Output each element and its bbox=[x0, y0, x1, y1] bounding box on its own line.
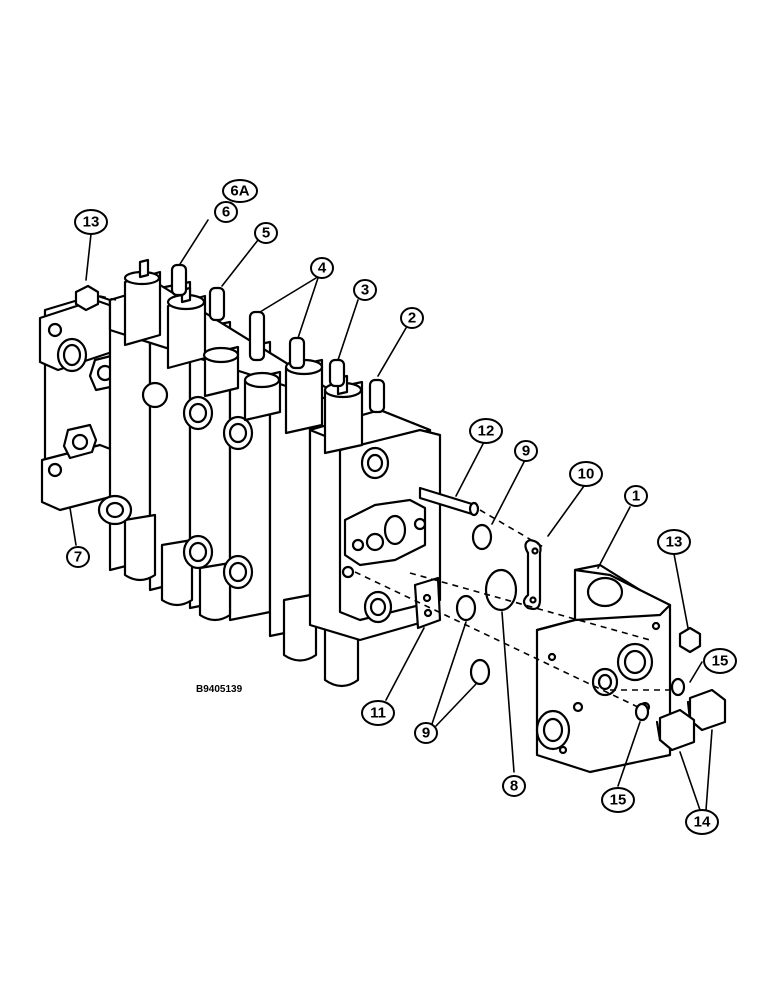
svg-text:7: 7 bbox=[74, 549, 82, 566]
side-ports bbox=[97, 381, 254, 590]
svg-text:15: 15 bbox=[610, 792, 627, 809]
svg-text:1: 1 bbox=[632, 488, 640, 505]
spool-ends bbox=[170, 263, 386, 414]
svg-text:9: 9 bbox=[422, 725, 430, 742]
o-ring-8 bbox=[484, 568, 518, 612]
seal-15-upper bbox=[670, 677, 686, 697]
callout-6: 6 bbox=[214, 201, 238, 223]
svg-text:15: 15 bbox=[712, 653, 729, 670]
leader-lines bbox=[69, 219, 713, 811]
callout-12: 12 bbox=[469, 418, 503, 444]
callout-3: 3 bbox=[353, 279, 377, 301]
o-ring-9-lower bbox=[469, 658, 491, 686]
exploded-parts bbox=[413, 486, 727, 774]
svg-text:9: 9 bbox=[522, 443, 530, 460]
gasket-10 bbox=[522, 538, 542, 611]
callout-14: 14 bbox=[685, 809, 719, 835]
callout-8: 8 bbox=[502, 775, 526, 797]
svg-text:5: 5 bbox=[262, 225, 270, 242]
o-ring-9-upper bbox=[471, 523, 493, 551]
svg-text:6: 6 bbox=[222, 204, 230, 221]
callout-10: 10 bbox=[569, 461, 603, 487]
plug-14-lower bbox=[655, 708, 696, 752]
svg-text:8: 8 bbox=[510, 778, 518, 795]
drawing-id: B9405139 bbox=[196, 684, 243, 695]
svg-text:14: 14 bbox=[694, 814, 711, 831]
callout-1: 1 bbox=[624, 485, 648, 507]
callout-6a: 6A bbox=[222, 179, 258, 203]
svg-text:13: 13 bbox=[83, 214, 100, 231]
callout-15-lower: 15 bbox=[601, 787, 635, 813]
svg-text:12: 12 bbox=[478, 423, 495, 440]
gasket-plate bbox=[413, 576, 442, 630]
svg-text:11: 11 bbox=[370, 705, 386, 722]
bottom-ports bbox=[123, 513, 360, 688]
valve-stack bbox=[38, 258, 442, 688]
callout-7: 7 bbox=[66, 546, 90, 568]
callout-9-upper: 9 bbox=[514, 440, 538, 462]
callouts: 6A 6 13 5 4 3 2 12 bbox=[66, 179, 737, 835]
seal-15-lower bbox=[634, 702, 650, 722]
svg-text:13: 13 bbox=[666, 534, 683, 551]
tie-rod bbox=[418, 486, 480, 517]
outlet-cover bbox=[535, 563, 672, 774]
callout-11: 11 bbox=[361, 700, 395, 726]
callout-13-left: 13 bbox=[74, 209, 108, 235]
o-ring-9-mid bbox=[455, 594, 477, 622]
nut-13-right bbox=[678, 626, 702, 654]
nut-13-left bbox=[74, 284, 100, 312]
callout-15-upper: 15 bbox=[703, 648, 737, 674]
callout-9-lower: 9 bbox=[414, 722, 438, 744]
callout-13-right: 13 bbox=[657, 529, 691, 555]
svg-text:2: 2 bbox=[408, 310, 416, 327]
alignment-lines bbox=[99, 295, 670, 709]
svg-text:4: 4 bbox=[318, 260, 327, 277]
callout-2: 2 bbox=[400, 307, 424, 329]
svg-text:6A: 6A bbox=[230, 183, 249, 200]
inlet-section bbox=[38, 293, 122, 512]
callout-5: 5 bbox=[254, 222, 278, 244]
svg-text:10: 10 bbox=[578, 466, 595, 483]
svg-text:3: 3 bbox=[361, 282, 369, 299]
callout-4: 4 bbox=[310, 257, 334, 279]
